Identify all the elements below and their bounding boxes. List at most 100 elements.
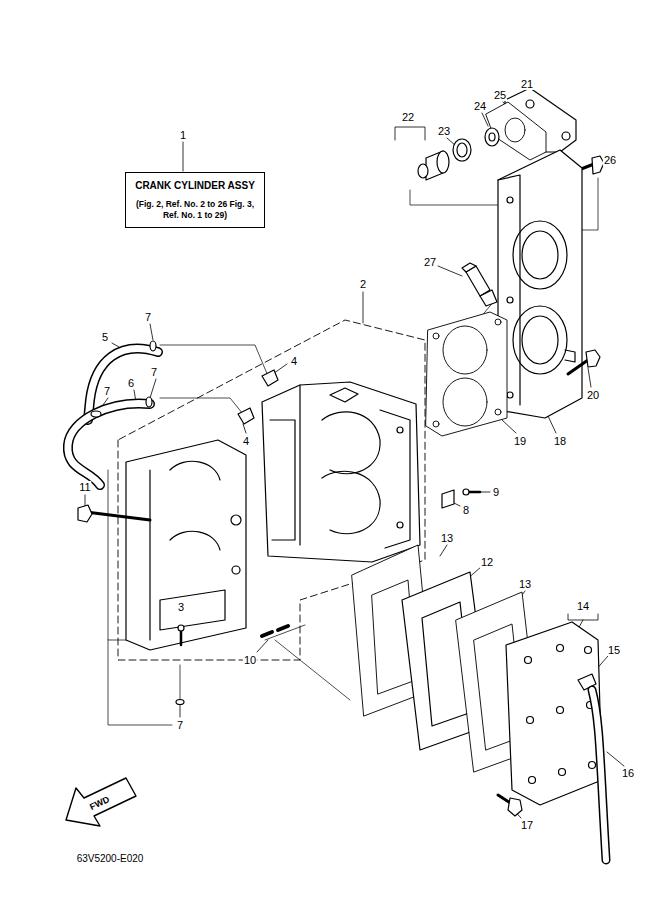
cylinder-head [565,350,575,362]
crankcase [126,440,246,650]
leader-lines [588,368,591,387]
crankcase [232,566,240,574]
callout-number: 3 [177,601,185,613]
screw [178,625,184,645]
screw [178,625,184,631]
screw [463,489,480,495]
cylinder-head [507,392,513,398]
spark-plug [462,263,497,306]
callout-number: 24 [473,100,487,112]
crankcase [126,440,246,650]
callout-number: 4 [290,355,298,367]
hose-clip [176,700,184,705]
exhaust-cover [589,762,596,769]
exhaust-cover [506,622,602,805]
callout-number: 22 [401,111,415,123]
bolt [78,505,92,522]
cylinder-head [513,221,567,289]
hose [68,349,158,485]
head-gasket [443,378,487,426]
crankcase [170,461,220,480]
leader-lines [480,492,490,493]
dowel-pin [262,626,288,636]
seal-ring [457,143,467,157]
cylinder-head [513,306,567,374]
leader-lines [548,416,556,433]
callout-number: 26 [603,154,617,166]
hose [68,403,150,485]
hose-clip [150,341,156,351]
assembly-guides [275,640,350,700]
hose-clip [146,397,152,407]
thermostat [418,164,428,178]
callout-number: 21 [520,78,534,90]
cover-gasket [505,118,525,142]
spark-plug [462,263,476,272]
crankcase [149,470,150,640]
cylinder-head [498,150,582,418]
head-gasket [433,421,439,427]
callout-number: 20 [586,389,600,401]
assembly-guides [410,190,500,205]
cylinder-block [322,412,380,474]
leader-lines [502,420,516,433]
cylinder-block [262,382,420,562]
crankcase [170,531,220,550]
hose [592,690,606,860]
callout-number: 27 [423,256,437,268]
callout-number: 15 [607,644,621,656]
hose [592,690,606,860]
exhaust-cover [557,645,564,652]
cylinder-head [522,231,558,279]
hose [68,403,150,485]
cylinder-block [397,522,403,528]
bracket [442,490,454,508]
exhaust-cover [557,707,564,714]
assembly-title: CRANK CYLINDER ASSY [131,180,259,193]
seal-ring [453,139,471,161]
callout-number: 7 [150,366,158,378]
assembly-guides [160,345,268,376]
seal-ring [453,139,471,161]
cylinder-head [522,316,558,364]
leader-lines [257,640,268,652]
dowel-pin [278,626,288,630]
assembly-box: CRANK CYLINDER ASSY(Fig. 2, Ref. No. 2 t… [125,172,265,228]
cylinder-block [380,410,410,548]
hose-clip [91,411,101,417]
bolt [86,512,150,520]
callout-number: 7 [144,311,152,323]
exhaust-cover [529,777,536,784]
exhaust-cover [559,769,566,776]
callout-number: 7 [176,719,184,731]
cylinder-head [507,197,513,203]
hose-fitting [238,408,254,424]
bolt [498,795,522,816]
bracket [442,490,454,508]
callout-number: 18 [553,435,567,447]
head-gasket [495,409,501,415]
callout-number: 4 [242,435,250,447]
bolt [568,360,588,374]
washer [489,133,495,141]
leader-lines [150,379,156,398]
thermostat [418,151,449,180]
callout-number: 13 [518,578,532,590]
callout-number: 5 [101,331,109,343]
leader-lines [363,292,364,323]
cylinder-block [330,388,358,402]
callout-number: 19 [513,435,527,447]
washer [485,128,499,146]
leader-lines [607,752,624,766]
leader-lines [183,142,184,171]
cylinder-block [322,471,380,533]
hose-fitting [238,370,278,424]
callout-number: 1 [179,129,187,141]
forward-arrow [66,778,136,826]
head-gasket [443,326,487,374]
washer [485,128,499,146]
callout-number: 14 [576,600,590,612]
leader-lines [180,705,181,717]
